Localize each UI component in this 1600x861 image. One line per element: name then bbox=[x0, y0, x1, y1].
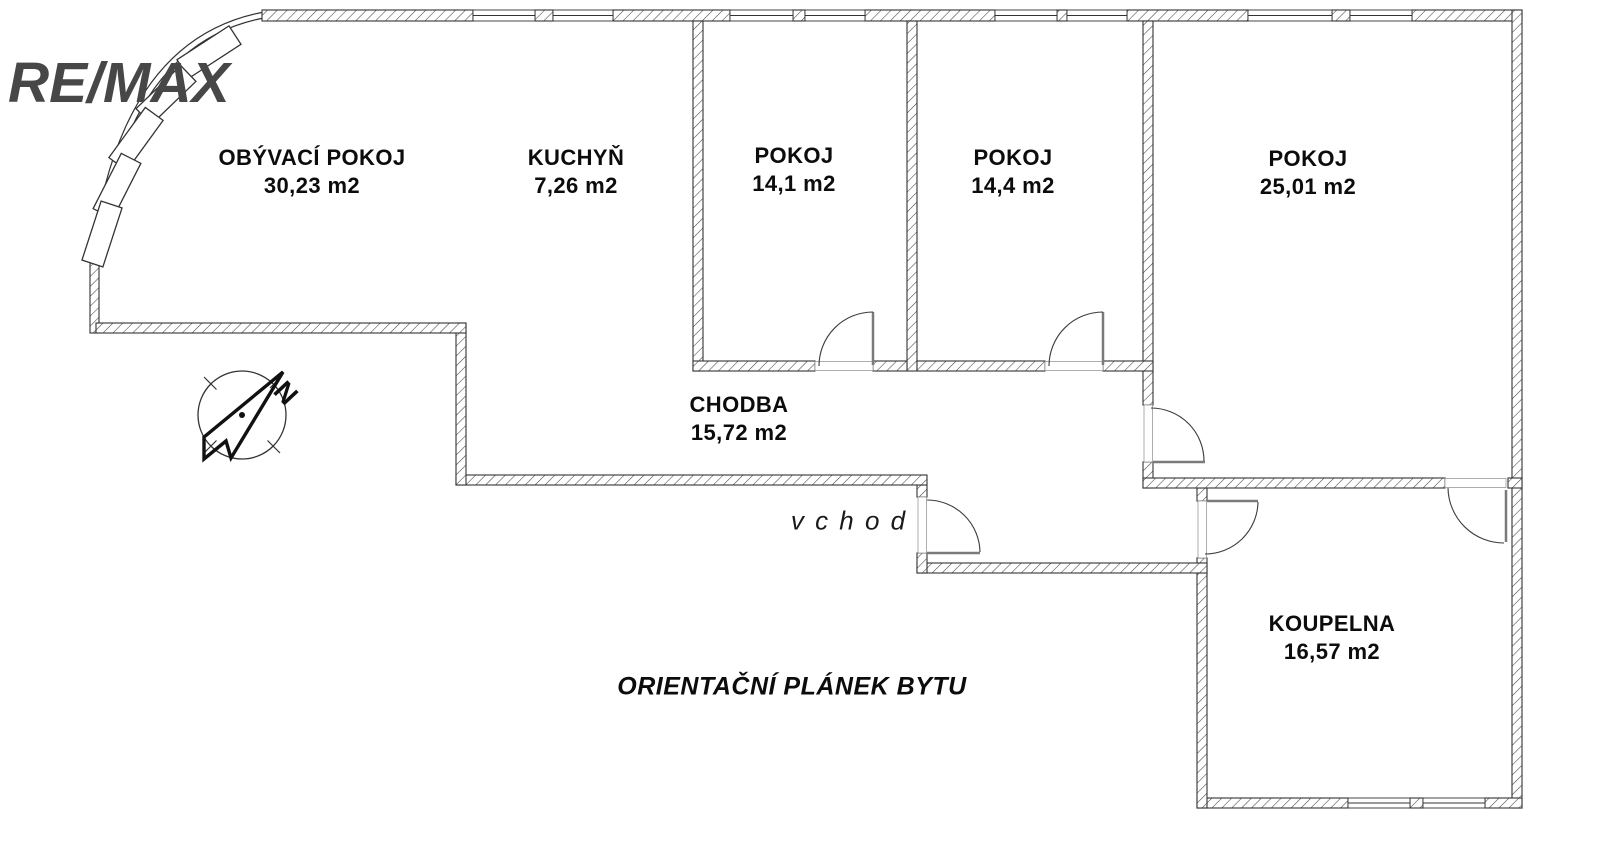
remax-logo: RE/MAX bbox=[8, 51, 230, 115]
room-name: CHODBA bbox=[689, 392, 789, 417]
room-area: 30,23 m2 bbox=[263, 173, 361, 198]
room-name: KUCHYŇ bbox=[527, 145, 625, 170]
room-name: OBÝVACÍ POKOJ bbox=[218, 145, 406, 170]
room-name: KOUPELNA bbox=[1268, 611, 1396, 636]
interior-walls bbox=[692, 20, 1523, 489]
room-area: 25,01 m2 bbox=[1259, 174, 1357, 199]
room-area: 14,1 m2 bbox=[752, 171, 836, 196]
room-name: POKOJ bbox=[973, 145, 1053, 170]
room-label-pokoj-14-1: POKOJ 14,1 m2 bbox=[752, 142, 836, 198]
room-label-koupelna: KOUPELNA 16,57 m2 bbox=[1269, 610, 1396, 666]
room-label-pokoj-25: POKOJ 25,01 m2 bbox=[1260, 145, 1356, 201]
room-label-chodba: CHODBA 15,72 m2 bbox=[690, 391, 789, 447]
room-area: 15,72 m2 bbox=[690, 420, 788, 445]
curved-window bbox=[81, 200, 123, 268]
room-label-obyvaci-pokoj: OBÝVACÍ POKOJ 30,23 m2 bbox=[219, 144, 406, 200]
room-label-pokoj-14-4: POKOJ 14,4 m2 bbox=[971, 144, 1055, 200]
entrance-label: v c h o d bbox=[790, 505, 908, 536]
doors bbox=[814, 311, 1508, 559]
room-area: 7,26 m2 bbox=[534, 173, 618, 198]
room-area: 14,4 m2 bbox=[971, 173, 1055, 198]
room-area: 16,57 m2 bbox=[1283, 639, 1381, 664]
room-name: POKOJ bbox=[754, 143, 834, 168]
compass-icon: N bbox=[197, 370, 304, 463]
curved-wall bbox=[81, 11, 265, 334]
plan-caption: ORIENTAČNÍ PLÁNEK BYTU bbox=[617, 672, 967, 701]
room-label-kuchyn: KUCHYŇ 7,26 m2 bbox=[528, 144, 625, 200]
room-name: POKOJ bbox=[1268, 146, 1348, 171]
windows bbox=[472, 9, 1486, 809]
